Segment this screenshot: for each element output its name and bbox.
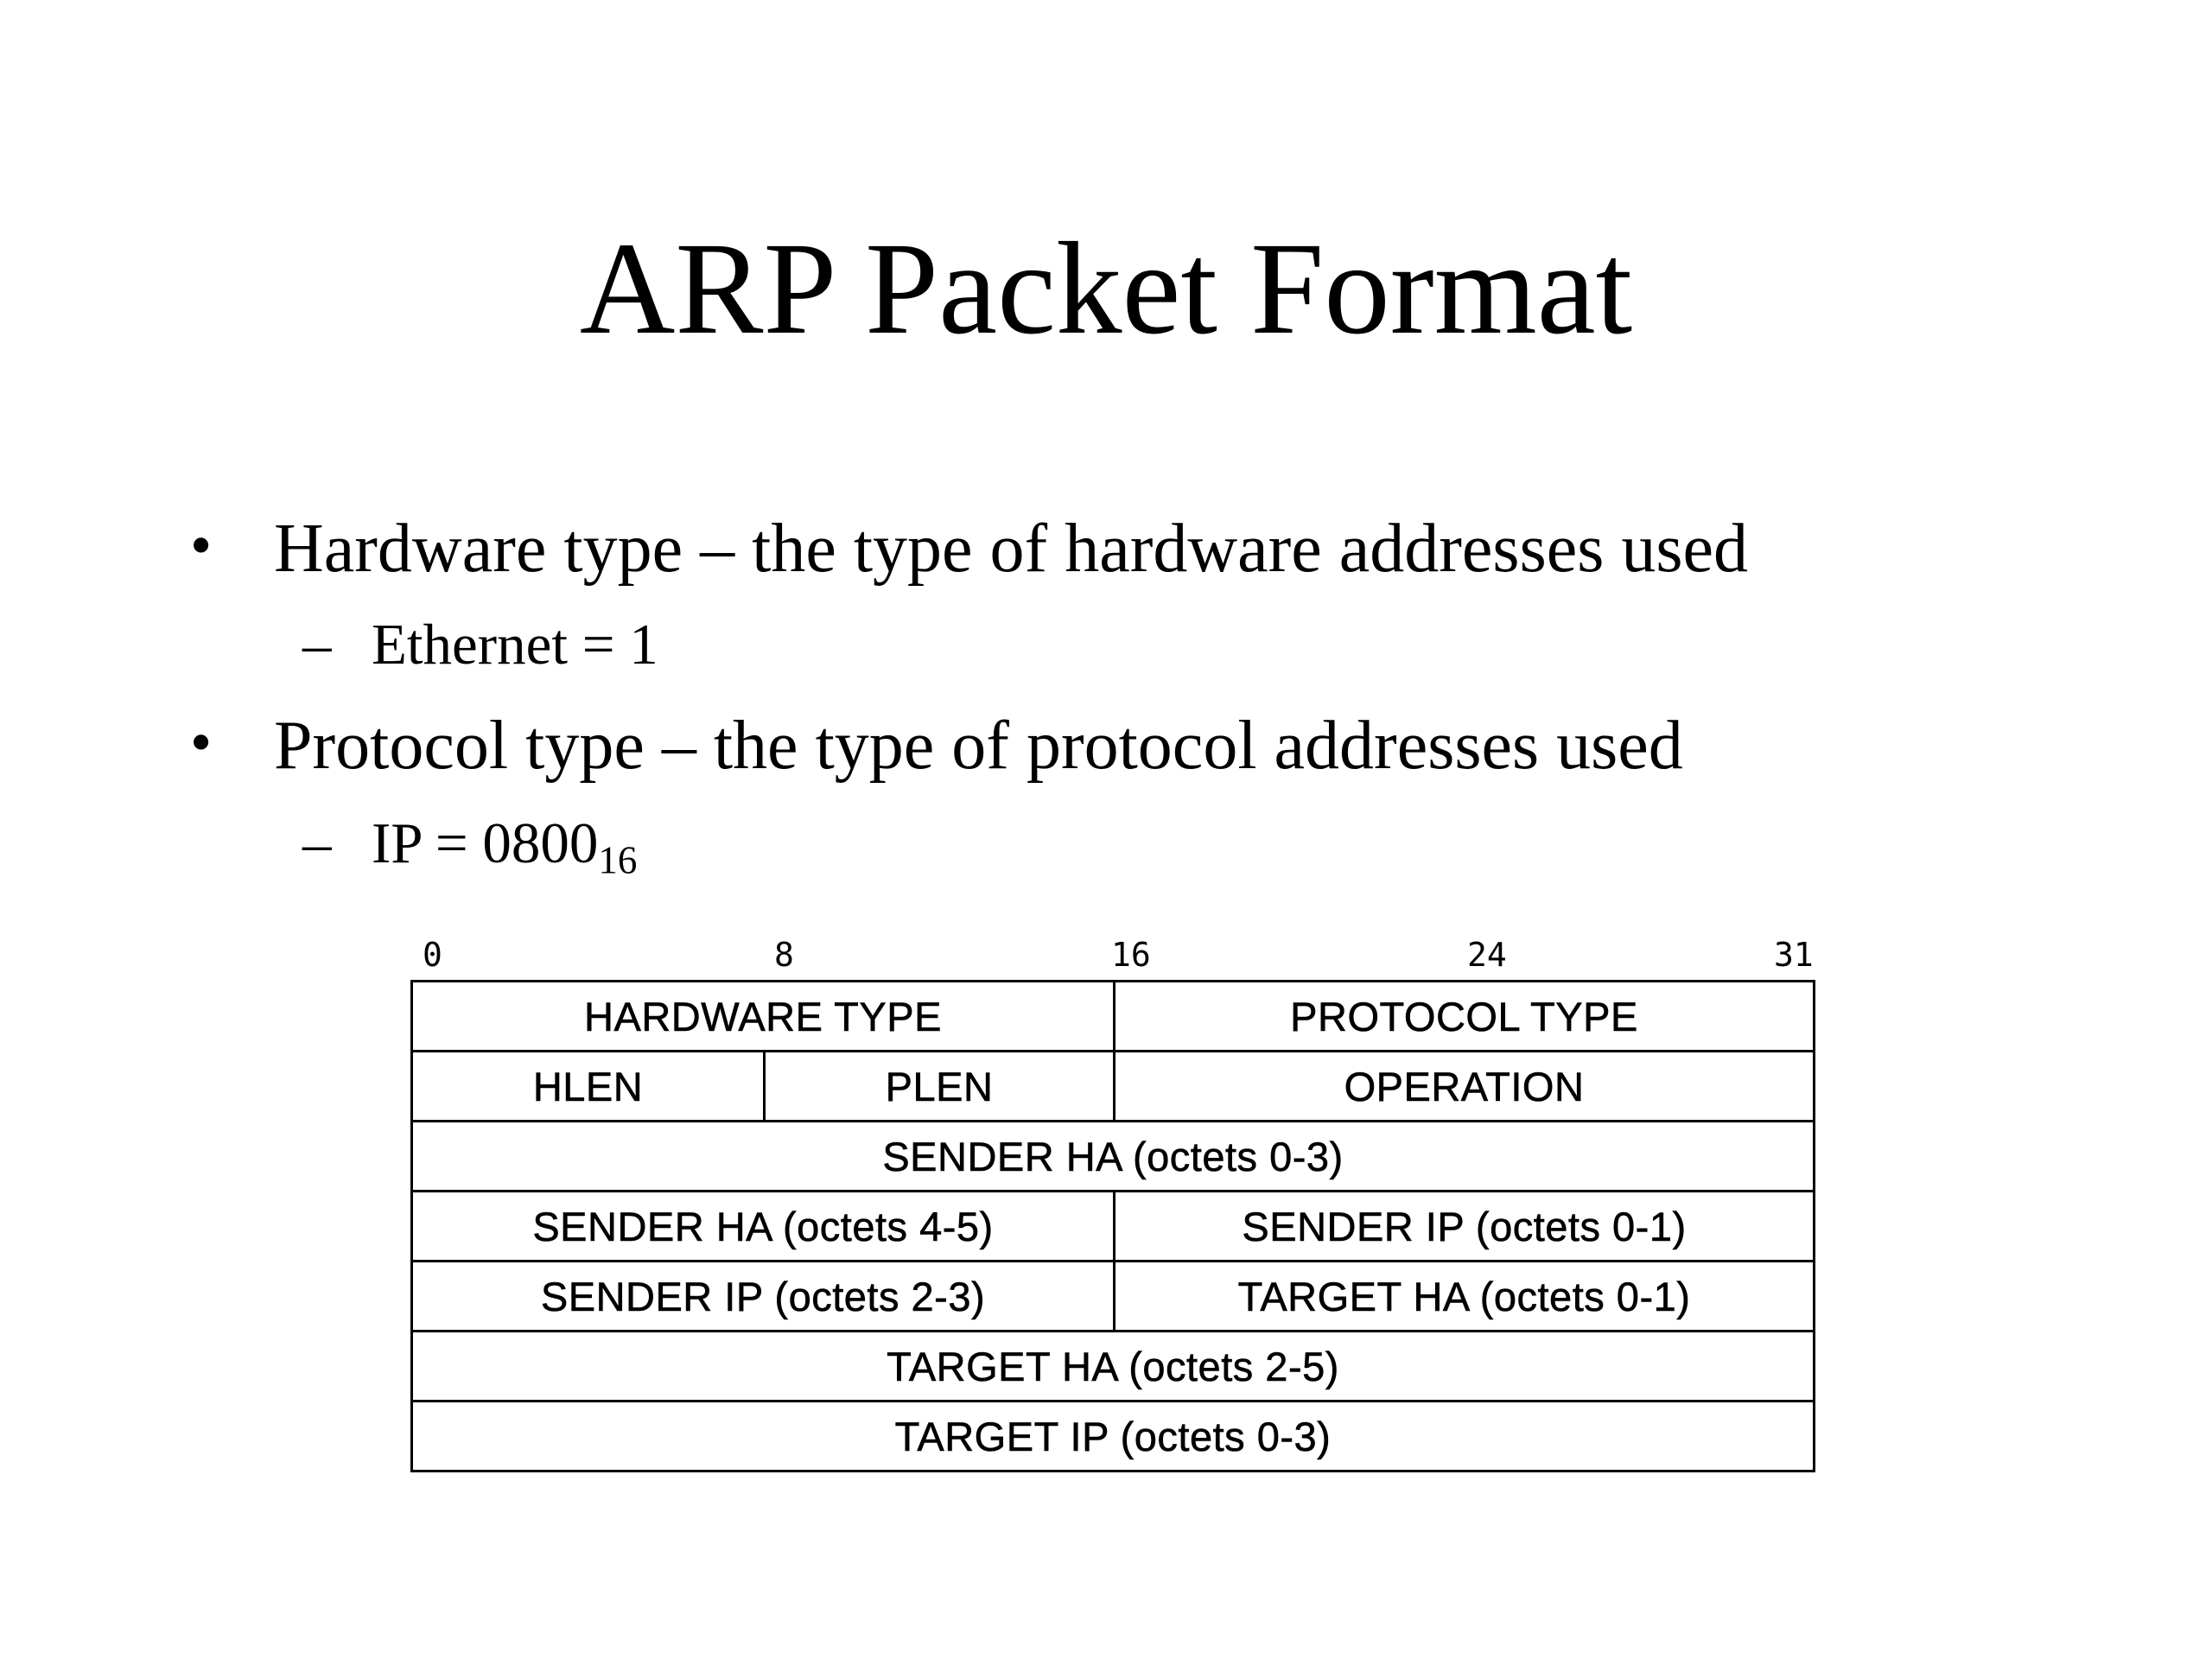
field-hardware-type: HARDWARE TYPE <box>584 993 942 1039</box>
field-protocol-type: PROTOCOL TYPE <box>1113 982 1813 1050</box>
field-sender-ha-4-5: SENDER HA (octets 4-5) <box>532 1203 994 1249</box>
bit-label: 16 <box>1111 936 1151 974</box>
slide-title: ARP Packet Format <box>579 216 1633 362</box>
bit-label: 0 <box>423 936 442 974</box>
field-hlen: HLEN <box>532 1063 644 1109</box>
subscript-base: 16 <box>598 838 638 882</box>
bullet-marker: • <box>190 511 213 580</box>
field-target-ip-0-3: TARGET IP (octets 0-3) <box>894 1413 1332 1459</box>
packet-table: HARDWARE TYPE PROTOCOL TYPE HLEN PLEN OP… <box>410 980 1815 1472</box>
packet-row: HLEN PLEN OPERATION <box>413 1050 1813 1120</box>
dash-marker: – <box>302 613 332 677</box>
field-plen: PLEN <box>763 1052 1113 1120</box>
packet-row: SENDER HA (octets 0-3) <box>413 1120 1813 1190</box>
field-target-ha-0-1: TARGET HA (octets 0-1) <box>1113 1262 1813 1330</box>
packet-row: TARGET IP (octets 0-3) <box>413 1400 1813 1470</box>
packet-row: SENDER IP (octets 2-3) TARGET HA (octets… <box>413 1260 1813 1330</box>
packet-row: SENDER HA (octets 4-5) SENDER IP (octets… <box>413 1190 1813 1260</box>
packet-row: TARGET HA (octets 2-5) <box>413 1330 1813 1400</box>
bit-label: 31 <box>1774 936 1814 974</box>
sub-bullet-text: Ethernet = 1 <box>372 613 658 677</box>
field-sender-ip-2-3: SENDER IP (octets 2-3) <box>540 1273 986 1319</box>
dash-marker: – <box>302 811 332 875</box>
bit-label: 8 <box>774 936 794 974</box>
field-sender-ip-0-1: SENDER IP (octets 0-1) <box>1113 1192 1813 1260</box>
packet-row: HARDWARE TYPE PROTOCOL TYPE <box>413 982 1813 1050</box>
bullet-text: Protocol type – the type of protocol add… <box>274 708 1683 784</box>
field-sender-ha-0-3: SENDER HA (octets 0-3) <box>882 1133 1344 1179</box>
bullet-text: Hardware type – the type of hardware add… <box>274 511 1748 587</box>
bit-position-axis: 0 8 16 24 31 <box>409 933 1817 976</box>
field-operation: OPERATION <box>1113 1052 1813 1120</box>
bullet-marker: • <box>190 708 213 777</box>
field-target-ha-2-5: TARGET HA (octets 2-5) <box>887 1343 1339 1389</box>
sub-bullet-text: IP = 080016 <box>372 811 638 882</box>
bit-label: 24 <box>1467 936 1507 974</box>
arp-packet-diagram: 0 8 16 24 31 HARDWARE TYPE PROTOCOL TYPE… <box>409 933 1817 1472</box>
